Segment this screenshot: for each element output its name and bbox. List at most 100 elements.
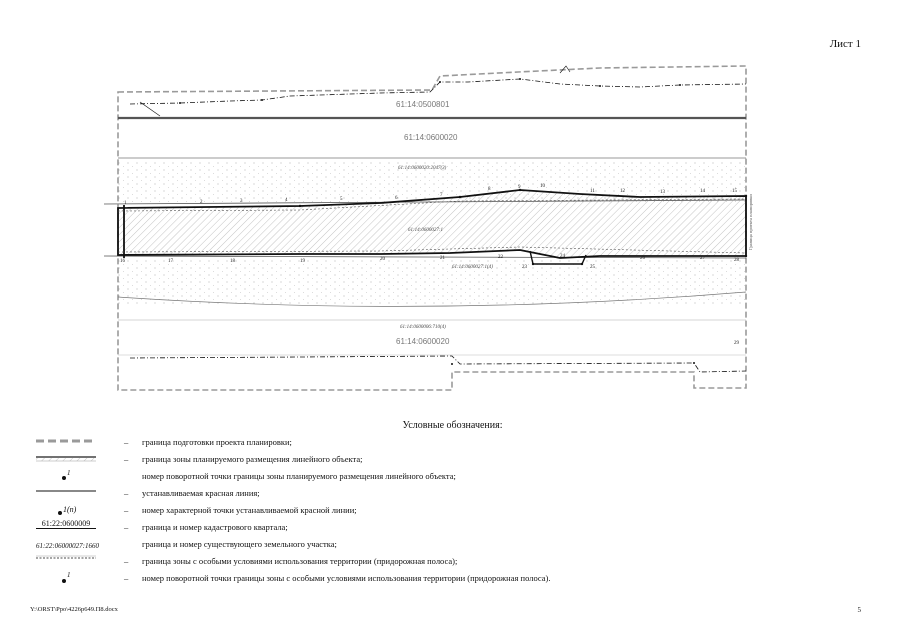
legend-row: – граница подготовки проекта планировки; [30,434,880,451]
legend-dash: – [124,505,129,515]
red-line-point-number: 1(n) [63,505,77,514]
legend-text: номер поворотной точки границы зоны план… [142,471,456,481]
legend-dash: – [124,488,129,498]
legend-row: – граница зоны планируемого размещения л… [30,451,880,468]
point-label: 1 [124,201,127,206]
point-label: 12 [620,189,626,194]
vertex-points [122,78,748,365]
legend-text: граница зоны планируемого размещения лин… [142,454,363,464]
point-label: 23 [522,265,528,270]
dotted-band-lower [118,260,746,305]
point-label: 28 [734,258,740,263]
legend-dash: – [124,556,129,566]
roadside-strip-top [117,198,747,212]
point-label: 3 [240,199,243,204]
point-label: 19 [300,259,306,264]
point-label: 27 [700,256,706,261]
planning-map: 61:14:0500801 61:14:0600020 61:14:060002… [103,65,753,391]
point-label: 20 [380,257,386,262]
point-label: 9 [518,185,521,190]
vertex-point [679,84,681,86]
zone-point-symbol [62,476,66,480]
point-label: 16 [120,259,126,264]
planning-boundary-symbol [36,439,96,443]
point-label: 24 [560,254,566,259]
point-label: 25 [590,265,596,270]
point-label: 26 [640,256,646,261]
zone-notch [529,250,587,265]
legend-dash: – [124,437,129,447]
sheet-label: Лист 1 [829,38,861,50]
legend-text: номер поворотной точки границы зоны с ос… [142,573,551,583]
vertex-point [122,206,126,210]
north-arrow-line [139,101,161,117]
point-label: 14 [700,189,706,194]
legend-row: 1 – номер поворотной точки границы зоны … [30,570,880,587]
point-label: 22 [498,255,504,260]
point-label: 8 [488,187,491,192]
parcel-label: 61:14:0600027:1 [408,228,443,233]
point-label: 13 [660,190,666,195]
road-curve-bottom [117,291,747,307]
red-line-point-symbol [58,511,62,515]
file-path: Y:\ORST\Ppo\4226p649.П8.docx [30,606,118,613]
legend-text: устанавливаемая красная линия; [142,488,260,498]
quarter-label: 61:14:0600020 [404,133,458,142]
top-tick [559,65,571,74]
vertex-point [451,363,453,365]
roadside-point-number: 1 [67,571,71,579]
point-label: 4 [285,198,288,203]
legend-text: граница и номер существующего земельного… [142,539,337,549]
page-number: 5 [857,606,862,614]
point-labels-bottom: 16 17 18 19 20 21 22 23 24 25 26 27 28 2… [120,254,740,346]
quarter-label: 61:14:0500801 [396,100,450,109]
parcel-label: 61:14:0600006:710(4) [400,325,446,330]
planning-boundary [117,65,747,391]
legend-dash: – [124,522,129,532]
vertex-point [298,204,302,208]
vertex-point [122,253,126,257]
dotted-band-upper [118,160,746,202]
point-label: 18 [230,259,236,264]
legend-row: 1(n) – номер характерной точки устанавли… [30,502,880,519]
legend-dash: – [124,573,129,583]
point-label: 7 [440,193,443,198]
legend-dash: – [124,454,129,464]
vertex-point [458,195,462,199]
point-label: 15 [732,189,738,194]
vertex-point [744,194,748,198]
legend-text: граница и номер кадастрового квартала; [142,522,288,532]
point-labels-top: 1 2 3 4 5 6 7 8 9 10 11 12 13 14 15 [124,184,738,206]
legend-text: граница зоны с особыми условиями использ… [142,556,458,566]
vertex-point [439,81,441,83]
legend-row: 61:22:0600009 – граница и номер кадастро… [30,519,880,536]
vertex-point [179,102,181,104]
legend-row: – граница зоны с особыми условиями испол… [30,553,880,570]
vertex-point [531,262,535,266]
placement-zone-symbol [36,456,96,462]
quarter-symbol: 61:22:0600009 [36,519,96,529]
point-label: 21 [440,256,446,261]
legend-row: 61:22:06000027:1660 граница и номер суще… [30,536,880,553]
legend: – граница подготовки проекта планировки;… [30,434,880,587]
vertex-point [693,362,695,364]
zone-point-number: 1 [67,469,71,477]
point-label: 29 [734,341,740,346]
parcel-label: 61:14:0600027:1(4) [452,265,493,270]
legend-text: номер характерной точки устанавливаемой … [142,505,357,515]
legend-row: 1 номер поворотной точки границы зоны пл… [30,468,880,485]
vertex-point [518,188,522,192]
point-label: 6 [395,196,398,201]
vertex-point [580,262,584,266]
point-label: 5 [340,197,343,202]
vertex-point [519,78,521,80]
point-label: 11 [590,189,595,194]
roadside-point-symbol [62,579,66,583]
vertex-point [261,99,263,101]
parcel-label: 61:14:0600020:2047(3) [398,166,447,171]
roadside-strip-symbol [36,555,96,559]
parcel-symbol: 61:22:06000027:1660 [36,542,99,550]
point-label: 17 [168,259,174,264]
red-line-symbol [36,490,96,492]
vertex-point [744,254,748,258]
